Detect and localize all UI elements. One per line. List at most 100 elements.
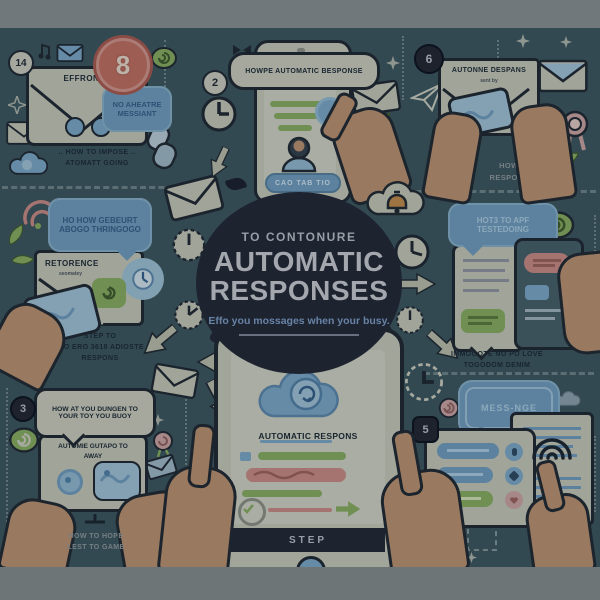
speech-bubble: NO AHEATRE MESSIANT [102,86,172,132]
list-bar-pink [246,468,346,482]
panel-caption: STEP TO DIO ERO 3618 ADIOSTE RESPONS [56,333,144,362]
perch-icon [82,512,108,526]
list-bar-green [242,490,322,497]
reply-option-blue [437,443,499,459]
check-circle [238,498,266,526]
chat-line [525,309,563,312]
cloud-icon [8,146,52,178]
screen-line [278,125,312,131]
dotted-line [402,36,404,100]
step-badge-14: 14 [8,50,34,76]
sparkle-icon [516,34,530,48]
dotted-line [594,436,596,512]
bell-cloud-icon [366,170,428,222]
notification-count-badge: 8 [96,38,150,92]
circle-divider [239,334,359,337]
dotted-line [6,388,8,546]
envelope-label: AUTONNE DESPANS [451,67,527,74]
envelope-icon [56,44,84,62]
clock-chip [122,258,164,300]
chat-line [525,317,555,320]
heart-chip [505,491,523,509]
circle-title-line1: AUTOMATIC [214,245,384,277]
top-letterbox-bar [0,0,600,28]
arrow-icon [396,272,438,296]
list-icon-blue [240,452,251,461]
arrow-icon [421,324,467,369]
emoji-icon [65,117,85,137]
sparkle-icon [560,36,572,48]
panel-caption: IMMOGOTE NO PO LOVE TOGODOM DENIM [451,351,543,369]
screen-underline [260,440,332,443]
chat-line [463,269,505,272]
tap-wifi-icon [528,434,576,468]
phone-camera-dot [297,48,305,53]
chat-line [463,289,499,292]
clock-icon [199,94,239,134]
central-title-circle: TO CONTONURE AUTOMATIC RESPONSES Effo yo… [196,192,402,374]
screen-line [274,113,318,119]
rose-icon [437,396,461,420]
panel-caption: .. HOW TO IMPOSE .. ATOMATT GOING [58,149,136,167]
blue-chip [525,285,549,300]
speech-bubble: HO HOW GEBEURT ABOGO THRINGOGO [48,198,152,261]
dashed-line [2,186,192,189]
card-label-line1: AUTOMIE GUTAPO TO [58,443,128,450]
envelope-icon [149,360,200,401]
chat-bubble-green [92,278,126,308]
chat-line [463,259,509,262]
arrow-icon [135,318,184,365]
list-bar-green [258,452,346,460]
dashed-line [424,372,594,375]
step-badge-5: 5 [412,416,439,443]
list-line [268,508,332,512]
step-bar: STEP [231,528,385,552]
card-label-line2: AWAY [83,453,103,460]
sparkle-icon [8,96,26,114]
cloud-icon [254,360,350,422]
leaf-icon [10,248,36,271]
circle-kicker: TO CONTONURE [241,229,357,244]
dark-bird-shape [224,175,248,193]
forward-arrow-icon [336,498,362,520]
bowtie-icon [232,44,252,56]
circle-subtitle: Effo you mossages when your busy. [208,315,390,328]
mic-chip [505,443,523,461]
envelope-subtext: seomatey [59,271,83,277]
screen-title: AUTOMATIC RESPONS [258,431,358,441]
envelope-label: EFFRONTE [63,74,111,83]
settings-card: AUTOMIE GUTAPO TO AWAY [38,434,148,512]
bottom-letterbox-bar [0,567,600,600]
call-action-button: CAO TAB TIO [265,173,341,193]
doc-line [523,436,581,439]
step-badge-2: 2 [202,70,228,96]
leaf-icon [2,221,31,247]
clock-icon [402,360,446,404]
arrow-icon [202,143,236,183]
control-pad [93,461,141,501]
sparkle-icon [386,56,400,70]
speech-bubble: HOWPE AUTOMATIC BESPONSE [228,52,380,90]
circle-title-line2: RESPONSES [209,275,389,306]
clock-icon [394,304,426,336]
sparkle-icon [466,552,477,563]
dial-knob [57,469,83,495]
speech-bubble: HOW AT YOU DUNGEN TO YOUR TOY YOU BUOY [34,388,156,448]
envelope-subtext: sent by [480,78,498,84]
envelope-label: RETORENCE [45,259,99,268]
screen-line [270,101,322,107]
step-badge-3: 3 [10,396,36,422]
doc-line [523,427,581,430]
cabbage-icon [8,426,40,454]
envelope-icon [538,58,588,94]
avatar [279,135,319,173]
panel-caption: HOW TO HOPE LEST TO GAME [67,533,125,551]
dashed-line [406,190,596,193]
envelope-icon [162,172,226,224]
rose-icon [150,430,176,458]
swirl-icon [150,46,178,70]
send-chip [505,467,523,485]
chat-line [463,279,509,282]
sparkle-icon [152,414,164,426]
